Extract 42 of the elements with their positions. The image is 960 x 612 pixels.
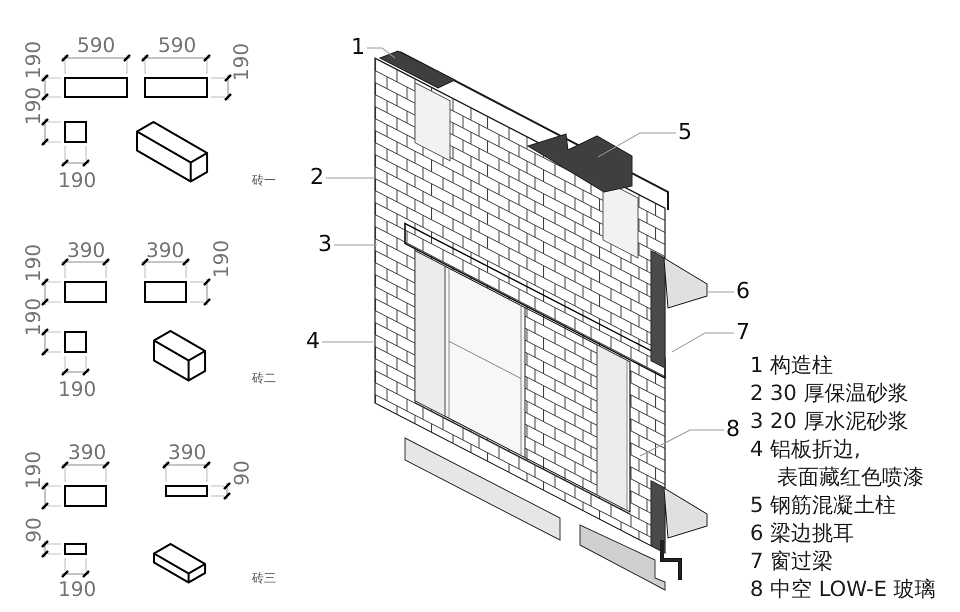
legend-entry: 5 钢筋混凝土柱 bbox=[750, 492, 898, 519]
callout-number: 8 bbox=[726, 419, 740, 441]
dimension-text: 190 bbox=[23, 244, 44, 282]
leader-line bbox=[640, 430, 724, 456]
dimension-text: 590 bbox=[77, 35, 116, 55]
callout-number: 6 bbox=[736, 281, 750, 303]
callout-number: 1 bbox=[351, 37, 365, 59]
legend-entry: 8 中空 LOW-E 玻璃 bbox=[750, 576, 937, 603]
dimension-text: 590 bbox=[158, 35, 196, 55]
dimension-text: 390 bbox=[68, 442, 106, 462]
dimension-text: 190 bbox=[211, 240, 232, 278]
dimension-text: 190 bbox=[23, 298, 44, 336]
leader-line bbox=[334, 244, 378, 246]
dimension-text: 90 bbox=[231, 460, 252, 486]
dimension-text: 190 bbox=[58, 379, 96, 399]
legend-entry: 7 窗过梁 bbox=[750, 548, 834, 575]
legend-entry: 2 30 厚保温砂浆 bbox=[750, 380, 910, 407]
callout-number: 3 bbox=[318, 234, 332, 256]
dimension-text: 190 bbox=[58, 170, 96, 190]
dimension-text: 390 bbox=[146, 240, 184, 260]
leader-line bbox=[598, 132, 676, 158]
legend-entry: 4 铝板折边, 表面藏红色喷漆 bbox=[750, 436, 925, 491]
dimension-text: 390 bbox=[168, 442, 206, 462]
legend-entry: 3 20 厚水泥砂浆 bbox=[750, 408, 910, 435]
view-label: 砖一 bbox=[252, 174, 276, 186]
dimension-text: 190 bbox=[23, 40, 44, 80]
leader-line bbox=[366, 48, 396, 58]
leader-line bbox=[672, 332, 734, 352]
view-label: 砖三 bbox=[252, 572, 276, 584]
view-label: 砖二 bbox=[252, 372, 276, 384]
legend-entry: 1 构造柱 bbox=[750, 352, 834, 379]
callout-number: 2 bbox=[310, 167, 324, 189]
dimension-text: 190 bbox=[231, 42, 252, 82]
legend-entry: 6 梁边挑耳 bbox=[750, 520, 856, 547]
dimension-text: 390 bbox=[67, 240, 106, 260]
callout-number: 4 bbox=[306, 331, 320, 353]
dimension-text: 190 bbox=[23, 450, 44, 490]
callout-number: 5 bbox=[678, 122, 692, 144]
dimension-text: 90 bbox=[23, 517, 44, 543]
dimension-text: 190 bbox=[58, 579, 96, 599]
callout-number: 7 bbox=[736, 322, 750, 344]
dimension-text: 190 bbox=[23, 86, 44, 126]
